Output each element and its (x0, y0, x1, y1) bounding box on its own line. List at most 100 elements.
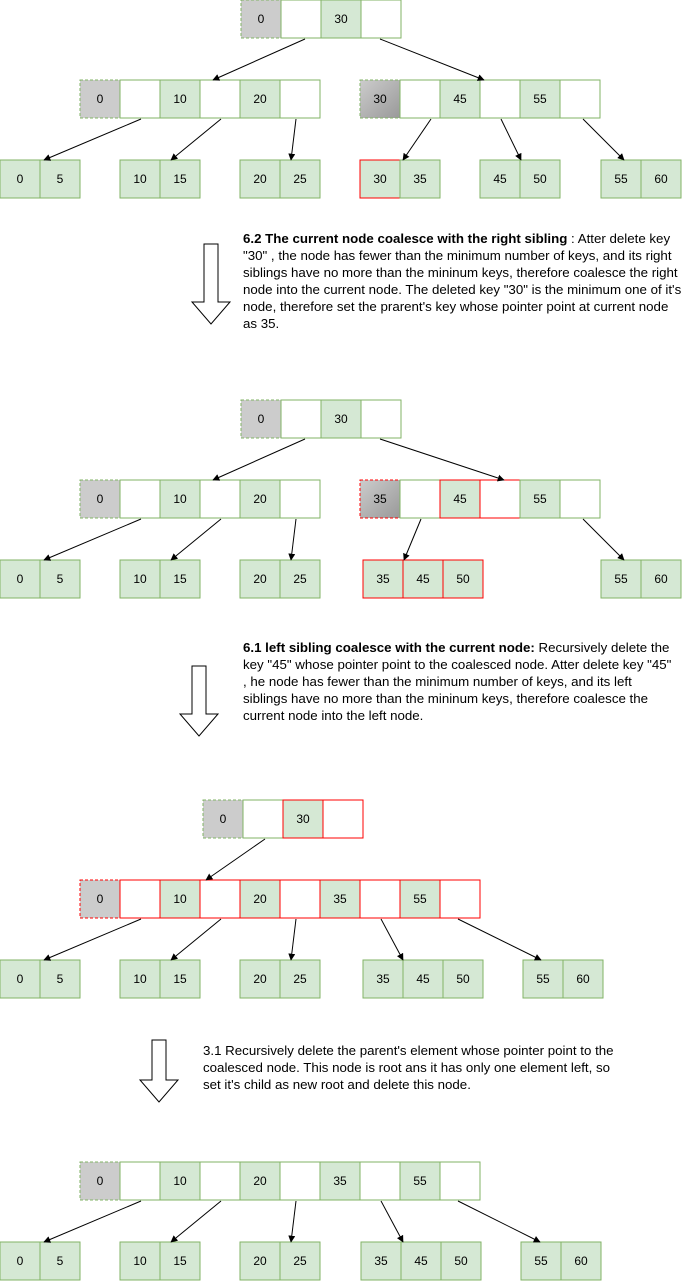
key-label: 60 (574, 1254, 588, 1268)
key-cell (239, 1161, 281, 1201)
pointer-cell (280, 399, 322, 439)
pointer-arrow (402, 118, 432, 161)
key-label: 50 (456, 972, 470, 986)
key-label: 20 (253, 1254, 267, 1268)
key-label: 10 (133, 572, 147, 586)
key-cell (239, 159, 281, 199)
key-label: 0 (97, 92, 104, 106)
key-cell (362, 559, 404, 599)
key-label: 50 (456, 572, 470, 586)
key-cell (519, 159, 561, 199)
key-cell (399, 1161, 441, 1201)
key-cell (562, 959, 604, 999)
pointer-arrow (170, 118, 222, 161)
key-cell (319, 879, 361, 919)
description-new-root: 3.1 Recursively delete the parent's elem… (203, 1042, 623, 1093)
key-cell (39, 159, 81, 199)
sentinel-key-cell (359, 479, 401, 519)
key-label: 35 (374, 1254, 388, 1268)
key-label: 45 (414, 1254, 428, 1268)
key-cell (39, 559, 81, 599)
pointer-arrow (288, 518, 297, 561)
key-label: 25 (293, 172, 307, 186)
key-cell (0, 159, 41, 199)
key-cell (640, 159, 682, 199)
flow-arrow (190, 243, 232, 325)
pointer-cell (559, 79, 601, 119)
description-body: Recursively delete the key "45" whose po… (243, 640, 672, 723)
pointer-cell (359, 1161, 401, 1201)
key-label: 25 (293, 1254, 307, 1268)
pointer-cell (399, 479, 441, 519)
pointer-cell (280, 0, 322, 39)
key-label: 20 (253, 572, 267, 586)
key-label: 45 (453, 492, 467, 506)
pointer-arrow (379, 438, 505, 482)
description-title: 6.2 The current node coalesce with the r… (243, 231, 568, 246)
key-cell (119, 159, 161, 199)
key-label: 5 (57, 572, 64, 586)
key-label: 15 (173, 172, 187, 186)
key-cell (359, 159, 401, 199)
pointer-cell (359, 879, 401, 919)
key-label: 10 (173, 492, 187, 506)
pointer-cell (479, 79, 521, 119)
key-label: 30 (296, 812, 310, 826)
pointer-arrow (403, 518, 422, 561)
description-body: 3.1 Recursively delete the parent's elem… (203, 1043, 614, 1092)
key-label: 0 (97, 1174, 104, 1188)
key-cell (560, 1241, 602, 1281)
key-label: 35 (376, 972, 390, 986)
key-cell (362, 959, 404, 999)
key-label: 0 (17, 972, 24, 986)
key-label: 30 (334, 412, 348, 426)
key-cell (442, 559, 484, 599)
pointer-arrow (500, 118, 522, 161)
key-label: 60 (654, 572, 668, 586)
key-cell (479, 159, 521, 199)
key-label: 55 (536, 972, 550, 986)
key-cell (279, 559, 321, 599)
key-cell (360, 1241, 402, 1281)
key-label: 20 (253, 972, 267, 986)
key-label: 25 (293, 972, 307, 986)
key-cell (439, 79, 481, 119)
key-cell (119, 1241, 161, 1281)
key-label: 35 (373, 492, 387, 506)
pointer-cell (199, 1161, 241, 1201)
key-cell (279, 1241, 321, 1281)
pointer-cell (399, 79, 441, 119)
pointer-arrow (379, 38, 485, 81)
description-right-coalesce: 6.2 The current node coalesce with the r… (243, 230, 682, 332)
key-label: 35 (333, 892, 347, 906)
pointer-cell (360, 399, 402, 439)
pointer-cell (199, 879, 241, 919)
key-label: 25 (293, 572, 307, 586)
key-cell (402, 559, 444, 599)
key-label: 55 (533, 92, 547, 106)
key-label: 10 (173, 1174, 187, 1188)
key-cell (39, 959, 81, 999)
pointer-arrow (170, 918, 222, 961)
key-cell (442, 959, 484, 999)
pointer-arrow (43, 518, 142, 561)
key-label: 35 (333, 1174, 347, 1188)
key-cell (159, 959, 201, 999)
key-label: 0 (220, 812, 227, 826)
pointer-cell (279, 479, 321, 519)
